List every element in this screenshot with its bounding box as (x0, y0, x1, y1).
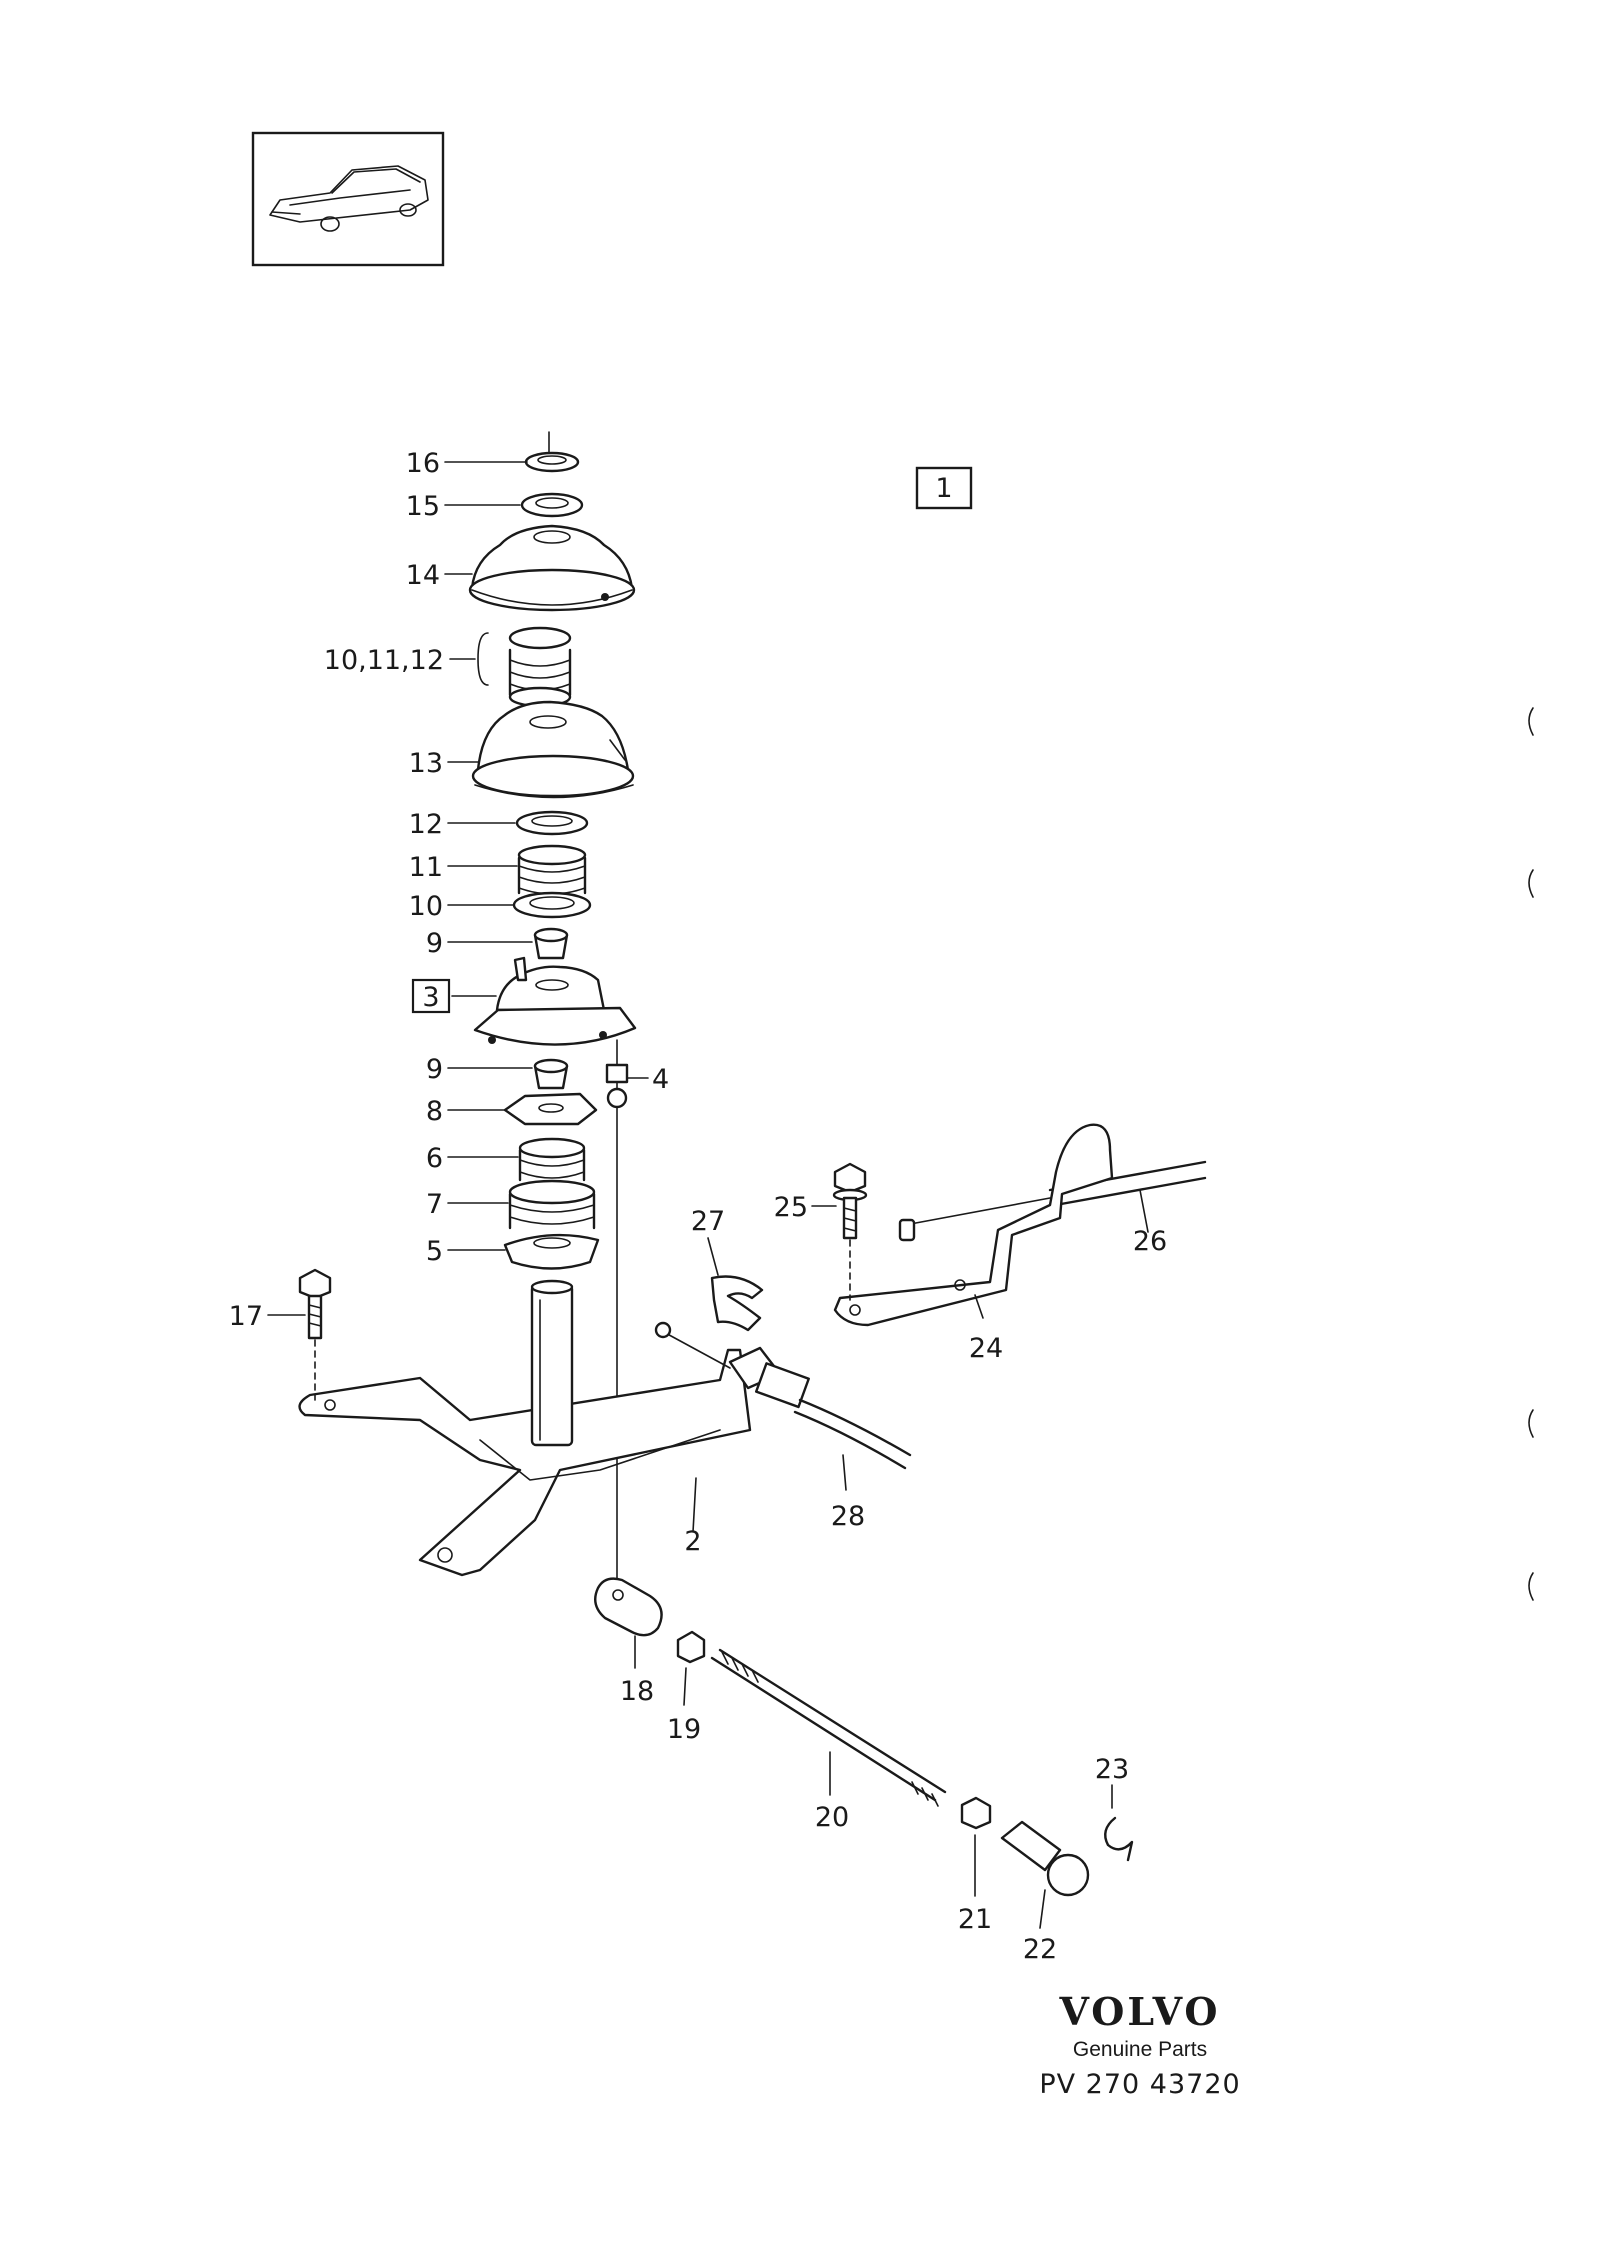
part-5-base-ring (503, 1233, 600, 1270)
callout-10: 10 (409, 891, 443, 922)
part-20-rod (710, 1648, 947, 1807)
callout-4: 4 (652, 1064, 669, 1095)
part-25-bolt (832, 1162, 868, 1301)
group-number-box: 1 (915, 466, 973, 510)
part-27-clip (710, 1275, 764, 1332)
callout-21: 21 (958, 1904, 992, 1935)
part-2-bracket (298, 1279, 752, 1577)
callout-5: 5 (426, 1236, 443, 1267)
callout-13: 13 (409, 748, 443, 779)
vehicle-thumbnail (251, 131, 445, 267)
part-21-nut (960, 1796, 992, 1830)
part-15-washer (520, 492, 584, 518)
part-19-nut (676, 1630, 706, 1664)
callout-14: 14 (406, 560, 440, 591)
callout-12: 12 (409, 809, 443, 840)
callout-23: 23 (1095, 1754, 1129, 1785)
volvo-logo: VOLVO (1058, 1989, 1220, 2034)
part-12-washer (515, 810, 589, 836)
callout-24: 24 (969, 1333, 1003, 1364)
subgroup-number: 3 (422, 982, 439, 1013)
callout-27: 27 (691, 1206, 725, 1237)
part-9-bushing-lower (533, 1058, 569, 1090)
part-13-housing (471, 700, 635, 799)
callout-6: 6 (426, 1143, 443, 1174)
callout-9-upper: 9 (426, 928, 443, 959)
part-18-ball-socket (594, 1577, 663, 1637)
callout-2: 2 (684, 1526, 701, 1557)
callout-17: 17 (229, 1301, 263, 1332)
part-10-ring (512, 891, 592, 919)
callout-8: 8 (426, 1096, 443, 1127)
drawing-number: PV 270 43720 (1039, 2069, 1240, 2100)
callout-19: 19 (667, 1714, 701, 1745)
callout-10-11-12: 10,11,12 (324, 645, 444, 676)
group-number: 1 (935, 473, 952, 504)
car-icon (269, 165, 429, 232)
callout-9-lower: 9 (426, 1054, 443, 1085)
part-10-11-12-spring-set (508, 626, 572, 708)
edge-marks (1528, 707, 1534, 1601)
callout-11: 11 (409, 852, 443, 883)
callout-15: 15 (406, 491, 440, 522)
callout-28: 28 (831, 1501, 865, 1532)
callout-labels: 16 15 14 10,11,12 13 12 11 10 9 9 8 6 7 … (229, 448, 1168, 1965)
callout-18: 18 (620, 1676, 654, 1707)
part-28-cable (654, 1321, 912, 1470)
part-24-bracket (833, 1123, 1114, 1327)
part-22-knob (1000, 1820, 1090, 1897)
part-14-cover (468, 524, 636, 612)
part-4-ball-pin (605, 1063, 629, 1109)
part-11-spring (517, 844, 587, 895)
leader-lines (267, 461, 1149, 1929)
part-17-bolt (298, 1268, 332, 1401)
brand-subtitle: Genuine Parts (1073, 2038, 1207, 2061)
callout-20: 20 (815, 1802, 849, 1833)
callout-26: 26 (1133, 1226, 1167, 1257)
subgroup-number-box: 3 (411, 978, 451, 1014)
part-3-gearshift-housing (473, 956, 637, 1046)
part-23-clip (1104, 1816, 1134, 1862)
part-9-bushing-upper (533, 927, 569, 960)
part-6-spring (518, 1137, 586, 1182)
part-16-circlip (524, 451, 580, 473)
part-8-plate (503, 1092, 598, 1126)
callout-25: 25 (774, 1192, 808, 1223)
brand-block: VOLVO Genuine Parts PV 270 43720 (1039, 1989, 1240, 2100)
callout-22: 22 (1023, 1934, 1057, 1965)
callout-16: 16 (406, 448, 440, 479)
callout-7: 7 (426, 1189, 443, 1220)
part-7-spring (508, 1179, 596, 1230)
